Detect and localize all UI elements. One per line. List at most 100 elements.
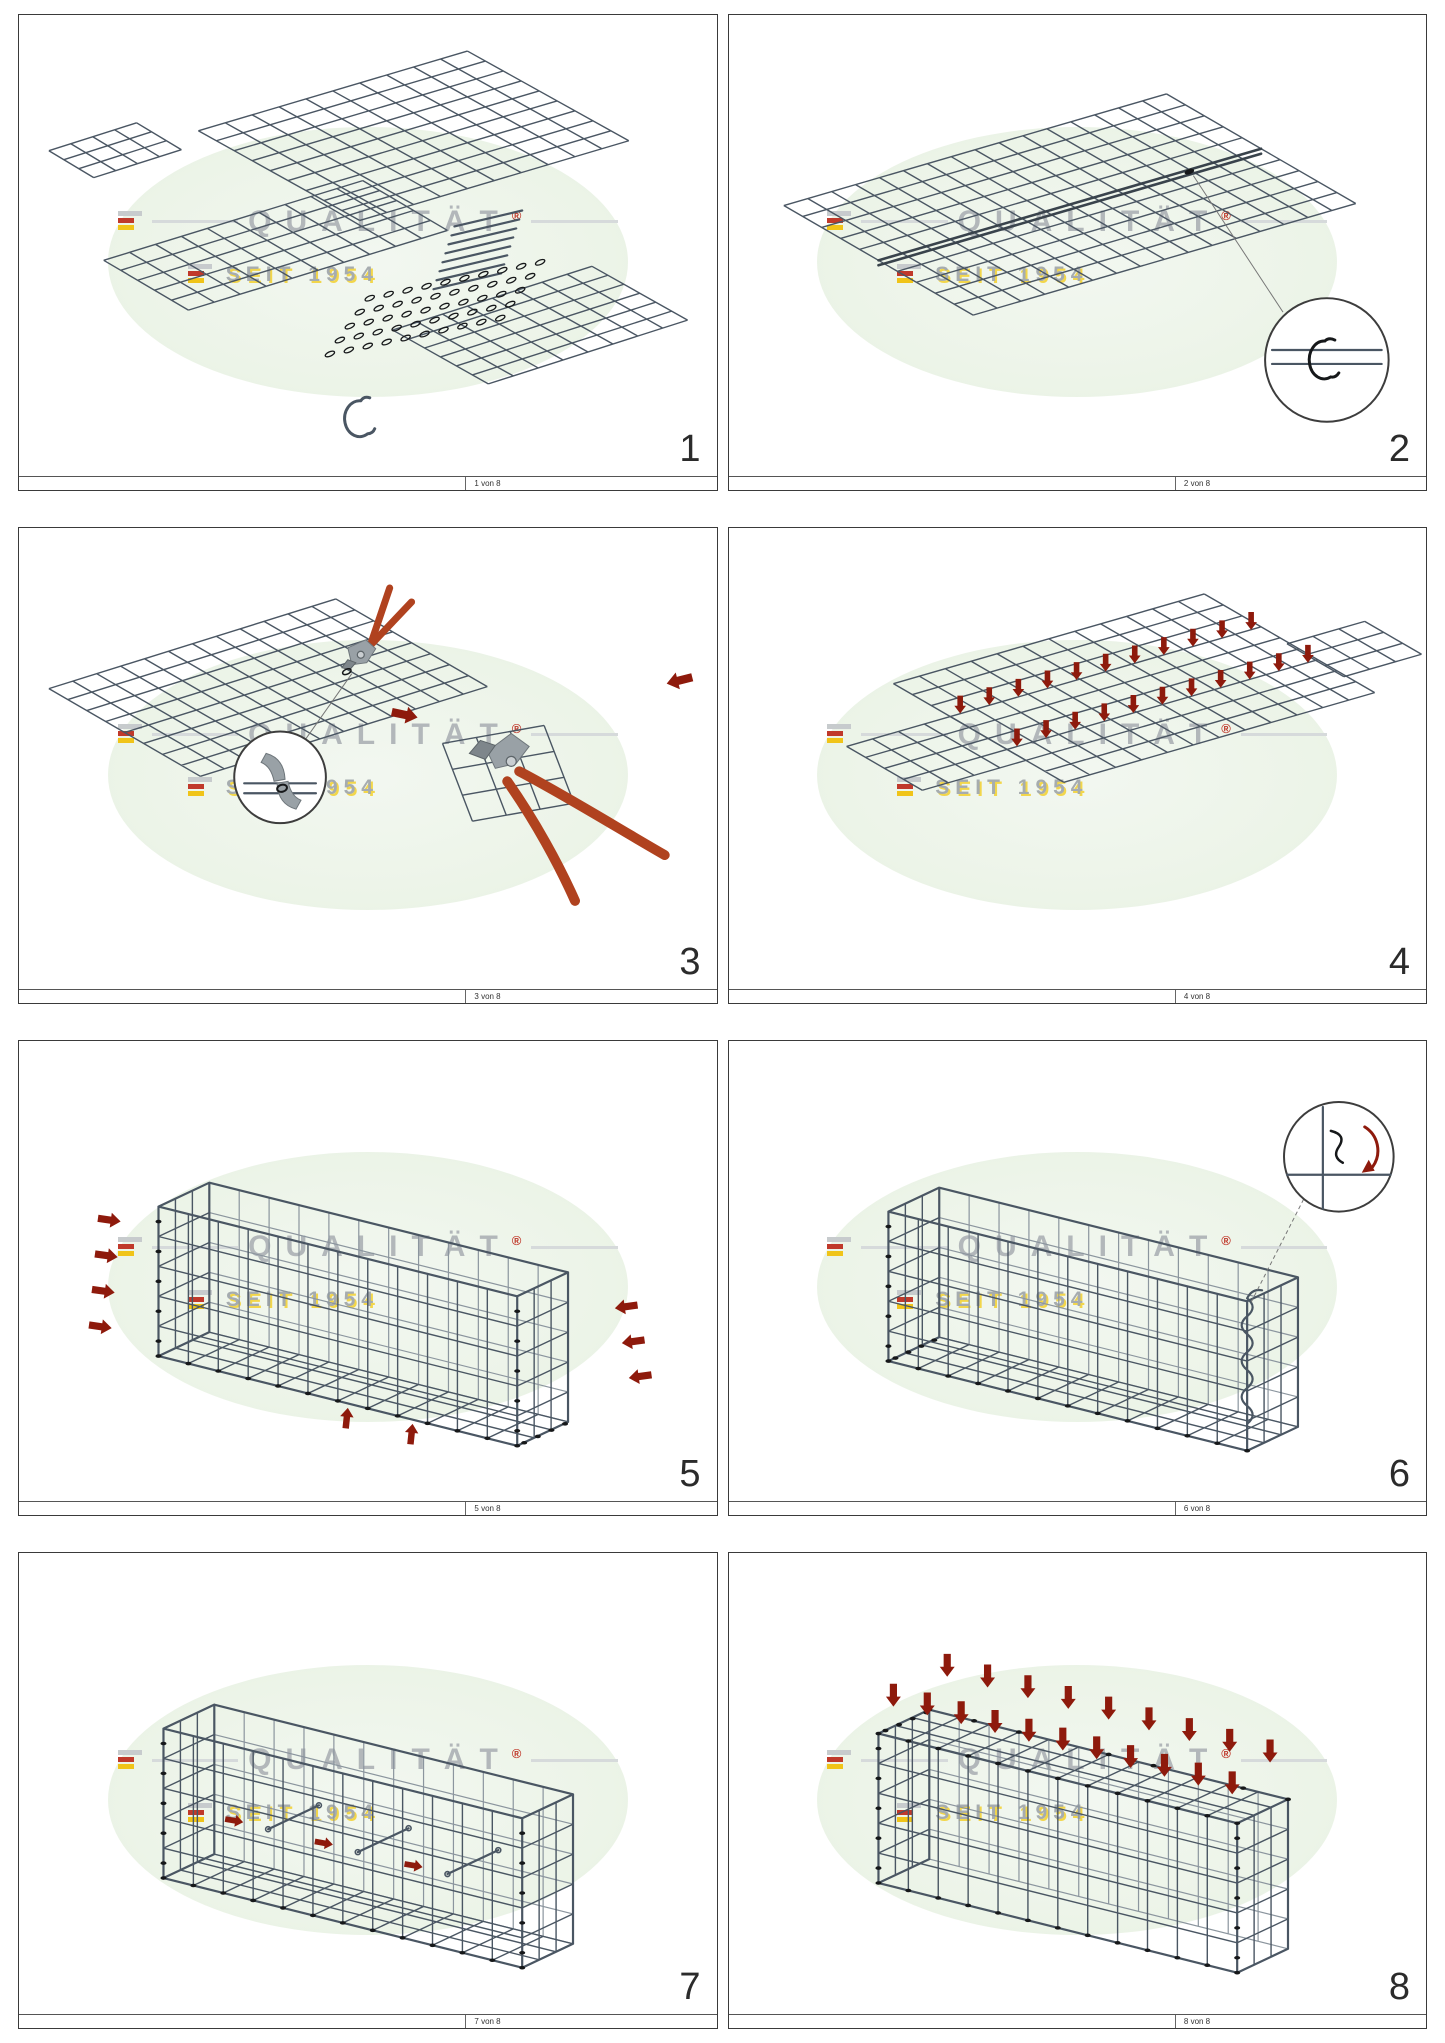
edge-clips xyxy=(891,1337,937,1360)
basket-front-wall xyxy=(159,1206,518,1445)
watermark-ellipse xyxy=(107,1665,628,1936)
basket-bottom xyxy=(888,1337,1298,1451)
basket-lid xyxy=(878,1710,1288,1824)
brand-logo-icon xyxy=(827,1749,852,1771)
brand-logo-icon xyxy=(117,1236,142,1258)
title-block: 8 von 8 xyxy=(728,2014,1426,2028)
title-block: 7 von 8 xyxy=(19,2014,717,2028)
step-4-illustration xyxy=(729,528,1427,989)
page-indicator: 2 von 8 xyxy=(1183,478,1211,488)
watermark-rule xyxy=(861,220,948,224)
title-block: 2 von 8 xyxy=(728,475,1426,490)
cutter-pliers-icon xyxy=(468,732,670,906)
watermark-since: SEIT 1954 xyxy=(935,775,1089,799)
watermark: QUALITÄT® SEIT 1954 xyxy=(817,639,1338,910)
clip-marker xyxy=(1184,168,1194,175)
title-block-divider xyxy=(19,2015,467,2028)
watermark-since: SEIT 1954 xyxy=(225,262,379,286)
detail-lens xyxy=(1263,297,1390,423)
step-panel-2: QUALITÄT® SEIT 1954 2 2 von 8 xyxy=(727,14,1427,491)
page-indicator: 1 von 8 xyxy=(474,478,501,488)
watermark-rule xyxy=(1240,1758,1328,1762)
brand-logo-icon xyxy=(897,1289,922,1311)
title-block-divider xyxy=(729,2015,1176,2028)
watermark-brand: QUALITÄT® xyxy=(248,1230,522,1264)
brand-logo-icon xyxy=(897,777,922,799)
step-3-illustration xyxy=(19,584,695,906)
title-block-divider xyxy=(19,989,467,1003)
step-1-illustration xyxy=(19,15,717,439)
edge-clips xyxy=(884,1358,1250,1453)
mesh-panel-medium xyxy=(104,181,448,311)
registered-mark: ® xyxy=(1221,720,1231,736)
basket-bottom xyxy=(163,1854,573,1968)
brand-logo-icon xyxy=(187,264,212,286)
watermark-ellipse xyxy=(817,639,1338,910)
registered-mark: ® xyxy=(511,720,522,736)
step-panel-6: QUALITÄT® SEIT 1954 6 xyxy=(727,1039,1427,1517)
step-number: 7 xyxy=(679,1966,701,2008)
lens-c-clip xyxy=(1307,337,1340,381)
watermark-rule xyxy=(531,1245,618,1249)
edge-clips xyxy=(521,1421,569,1445)
watermark-brand: QUALITÄT® xyxy=(957,1230,1231,1264)
basket-bottom xyxy=(159,1332,569,1446)
watermark-text: QUALITÄT® SEIT 1954 xyxy=(827,1230,1328,1312)
registered-mark: ® xyxy=(511,207,522,223)
brand-logo-icon xyxy=(117,1749,142,1771)
page-indicator: 4 von 8 xyxy=(1183,991,1211,1001)
step-2-illustration xyxy=(729,15,1390,423)
page-indicator: 6 von 8 xyxy=(1183,1504,1211,1514)
basket-front-wall xyxy=(163,1729,522,1968)
edge-clips xyxy=(155,1353,521,1448)
brand-logo-icon xyxy=(187,777,212,799)
title-block: 1 von 8 xyxy=(19,475,717,490)
title-block: 3 von 8 xyxy=(19,988,717,1003)
watermark-rule xyxy=(531,220,618,224)
mesh-panel-large xyxy=(198,51,628,220)
title-block: 5 von 8 xyxy=(19,1501,717,1516)
watermark-rule xyxy=(151,1758,239,1762)
title-block: 6 von 8 xyxy=(728,1501,1426,1516)
step-7-illustration xyxy=(19,1553,717,2014)
page-indicator: 7 von 8 xyxy=(474,2017,501,2026)
page-indicator: 3 von 8 xyxy=(474,991,501,1001)
edge-clips xyxy=(160,1876,526,1970)
brand-logo-icon xyxy=(827,1236,852,1258)
watermark-since: SEIT 1954 xyxy=(935,1801,1089,1825)
brand-logo-icon xyxy=(897,1802,922,1824)
title-block-divider xyxy=(729,989,1176,1003)
edge-clips xyxy=(874,1881,1240,1975)
registered-mark: ® xyxy=(1221,1233,1231,1249)
watermark-rule xyxy=(1240,1245,1328,1249)
lens-leader xyxy=(1250,1197,1304,1302)
mesh-panel-small xyxy=(49,123,182,178)
mesh-panel-lid xyxy=(393,266,688,384)
mesh-flap-left xyxy=(846,716,1025,790)
spacer-wires xyxy=(264,1802,502,1878)
step-panel-8: QUALITÄT® SEIT 1954 8 8 von 8 xyxy=(727,1552,1427,2029)
brand-logo-icon xyxy=(117,211,142,233)
lid-clips xyxy=(874,1732,1240,1826)
title-block: 4 von 8 xyxy=(728,988,1426,1003)
edge-arrows-left xyxy=(87,1210,122,1336)
edge-clips xyxy=(160,1741,167,1866)
edge-arrows-right xyxy=(613,1297,653,1385)
step-8-illustration xyxy=(729,1654,1427,2014)
edge-clips xyxy=(874,1746,881,1871)
edge-clips xyxy=(884,1224,891,1348)
page-indicator: 5 von 8 xyxy=(474,1504,501,1514)
c-clip-icon xyxy=(343,395,377,439)
step-panel-5: QUALITÄT® SEIT 1954 5 5 von 8 xyxy=(18,1039,718,1517)
edge-arrows-bottom xyxy=(338,1406,420,1445)
brand-logo-icon xyxy=(187,1289,212,1311)
step-panel-1: QUALITÄT® SEIT 1954 1 1 von 8 xyxy=(18,14,718,491)
watermark-since: SEIT 1954 xyxy=(935,1288,1089,1312)
mesh-cross-main xyxy=(893,594,1374,782)
step-number: 6 xyxy=(1388,1453,1410,1496)
title-block-divider xyxy=(729,1502,1176,1516)
basket-front-wall xyxy=(888,1211,1247,1450)
watermark-rule xyxy=(151,733,239,737)
lens-leader xyxy=(1192,175,1283,313)
